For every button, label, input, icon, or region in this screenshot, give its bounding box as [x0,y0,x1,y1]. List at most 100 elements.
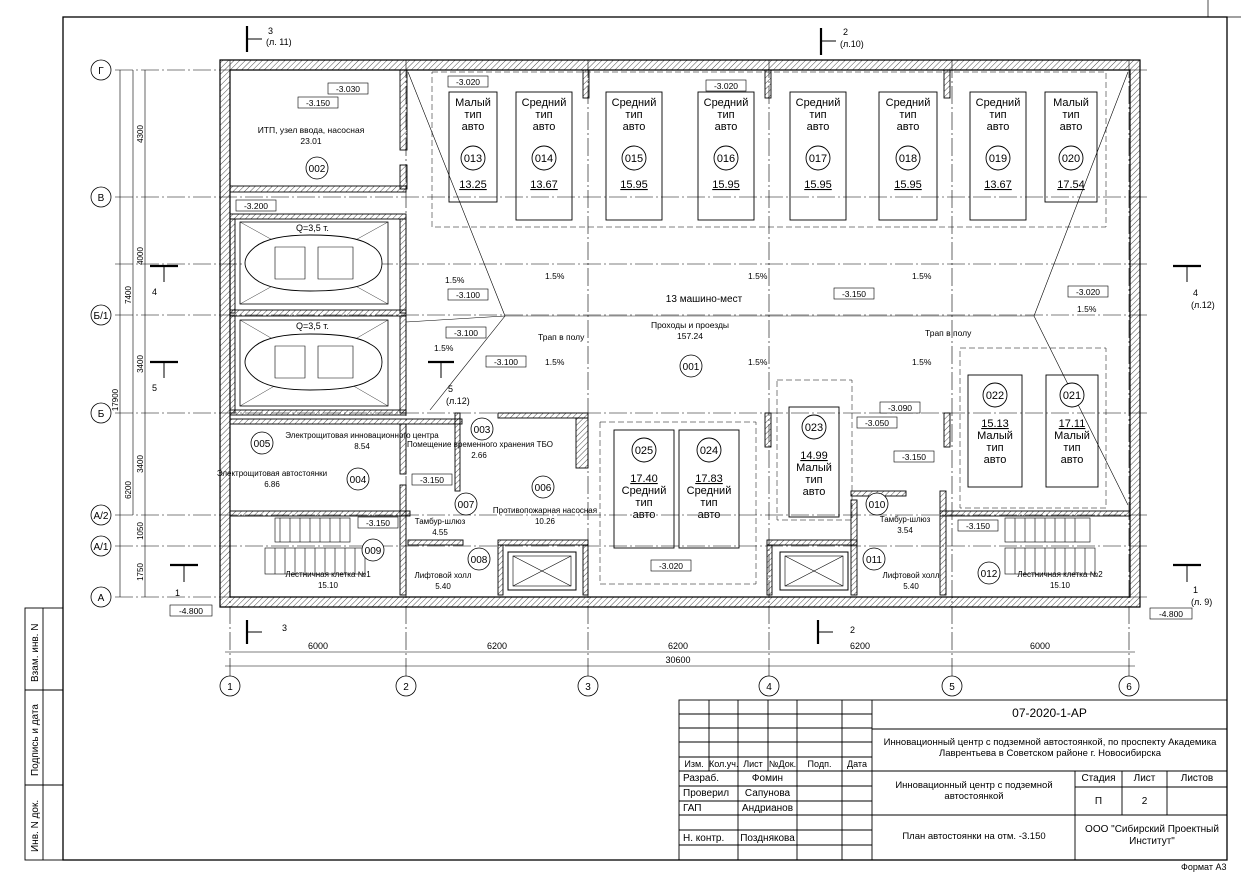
slope-label: 1.5% [912,357,932,367]
room-circles [250,156,1001,585]
axis-label: 1 [227,682,233,693]
space-number: 022 [986,390,1004,402]
drain-label: Трап в полу [925,328,972,338]
section-num: 5 [152,383,157,393]
level-mark: -3.020 [1076,287,1100,297]
dim-value: 6200 [487,641,507,651]
dim-value: 3400 [136,455,145,473]
lift-shaft-2 [239,319,389,407]
space-type: Средний [687,485,732,497]
space-circle [631,437,657,463]
space-number: 015 [625,153,643,165]
person: Фомин [751,773,784,784]
space-circle [805,145,831,171]
space-circle [460,145,486,171]
room-number: 011 [866,555,882,566]
level-mark: -3.020 [659,561,683,571]
axis-label: 3 [585,682,591,693]
slope-label: 1.5% [1077,304,1097,314]
dim-lines-left [119,70,146,597]
space-area: 17.54 [1057,179,1085,191]
room-name: ИТП, узел ввода, насосная [258,125,365,135]
axis-label: А [98,593,105,604]
slope-label: 1.5% [434,343,454,353]
space-area: 15.95 [804,179,832,191]
title-block [678,699,1228,861]
dim-value: 6200 [668,641,688,651]
level-mark: -3.100 [454,328,478,338]
col-ndok: №Док. [768,759,797,769]
dim-value: 1750 [136,563,145,581]
room-area: 3.54 [897,526,913,535]
section-marks [150,26,1201,644]
space-circle [801,414,827,440]
axis-label: Б [98,409,105,420]
lift-shaft-1 [239,221,389,305]
space-circle [621,145,647,171]
room-name: Тамбур-шлюз [880,515,931,524]
room-number: 012 [981,569,998,580]
space-circle [1059,382,1085,408]
space-type: тип [1062,109,1079,121]
dim-value: 6000 [308,641,328,651]
room-number: 003 [474,425,491,436]
axis-label: А/2 [93,511,108,522]
space-circle [1058,145,1084,171]
level-mark: -3.020 [456,77,480,87]
room-name: Противопожарная насосная [493,506,597,515]
room-area: 15.10 [1050,581,1071,590]
section-sheet: (л. 9) [1191,597,1212,607]
stage-header: Стадия [1081,773,1116,784]
level-mark: -4.800 [1159,609,1183,619]
room-area: 5.40 [435,582,451,591]
space-number: 020 [1062,153,1080,165]
dim-value: 1050 [136,522,145,540]
person: Сапунова [744,788,791,799]
space-type: авто [897,121,920,133]
space-area: 13.67 [530,179,558,191]
space-type: тип [700,497,717,509]
room-name: Тамбур-шлюз [415,517,466,526]
parking-count: 13 машино-мест [666,294,743,305]
space-area: 14.99 [800,450,828,462]
space-circle [713,145,739,171]
space-area: 15.95 [894,179,922,191]
space-circle [696,437,722,463]
space-type: авто [533,121,556,133]
role: Разраб. [683,773,720,784]
space-circle [531,145,557,171]
room-name: Помещение временного хранения ТБО [407,440,553,449]
space-area: 17.40 [630,473,658,485]
level-mark: -3.150 [366,518,390,528]
side-stamp-label: Подпись и дата [30,704,41,776]
room-area: 4.55 [432,528,448,537]
axis-label: В [98,193,105,204]
space-type: авто [803,486,826,498]
space-circle [985,145,1011,171]
room-number: 002 [309,164,326,175]
space-area: 13.25 [459,179,487,191]
parking-zones [431,71,1107,585]
dim-value: 17900 [111,388,120,411]
room-name: Проходы и проезды [651,320,729,330]
space-type: авто [984,454,1007,466]
space-number: 023 [805,422,823,434]
level-mark: -3.150 [966,521,990,531]
room-name: Лестничная клетка №1 [285,570,371,579]
labels: Г В Б/1 Б А/2 А/1 А 1 2 3 4 5 6 6000 620… [93,26,1214,693]
parking-space [969,91,1027,221]
section-num: 4 [152,287,157,297]
dim-total: 30600 [665,655,690,665]
space-type: Малый [1054,430,1090,442]
col-izm: Изм. [684,759,704,769]
space-type: Средний [704,97,749,109]
room-name: Электрощитовая автостоянки [217,469,327,478]
slope-label: 1.5% [545,271,565,281]
room-area: 8.54 [354,442,370,451]
space-type: тип [899,109,916,121]
level-mark: -3.150 [420,475,444,485]
space-type: авто [462,121,485,133]
level-mark: -3.200 [244,201,268,211]
elevator-left [507,551,577,591]
